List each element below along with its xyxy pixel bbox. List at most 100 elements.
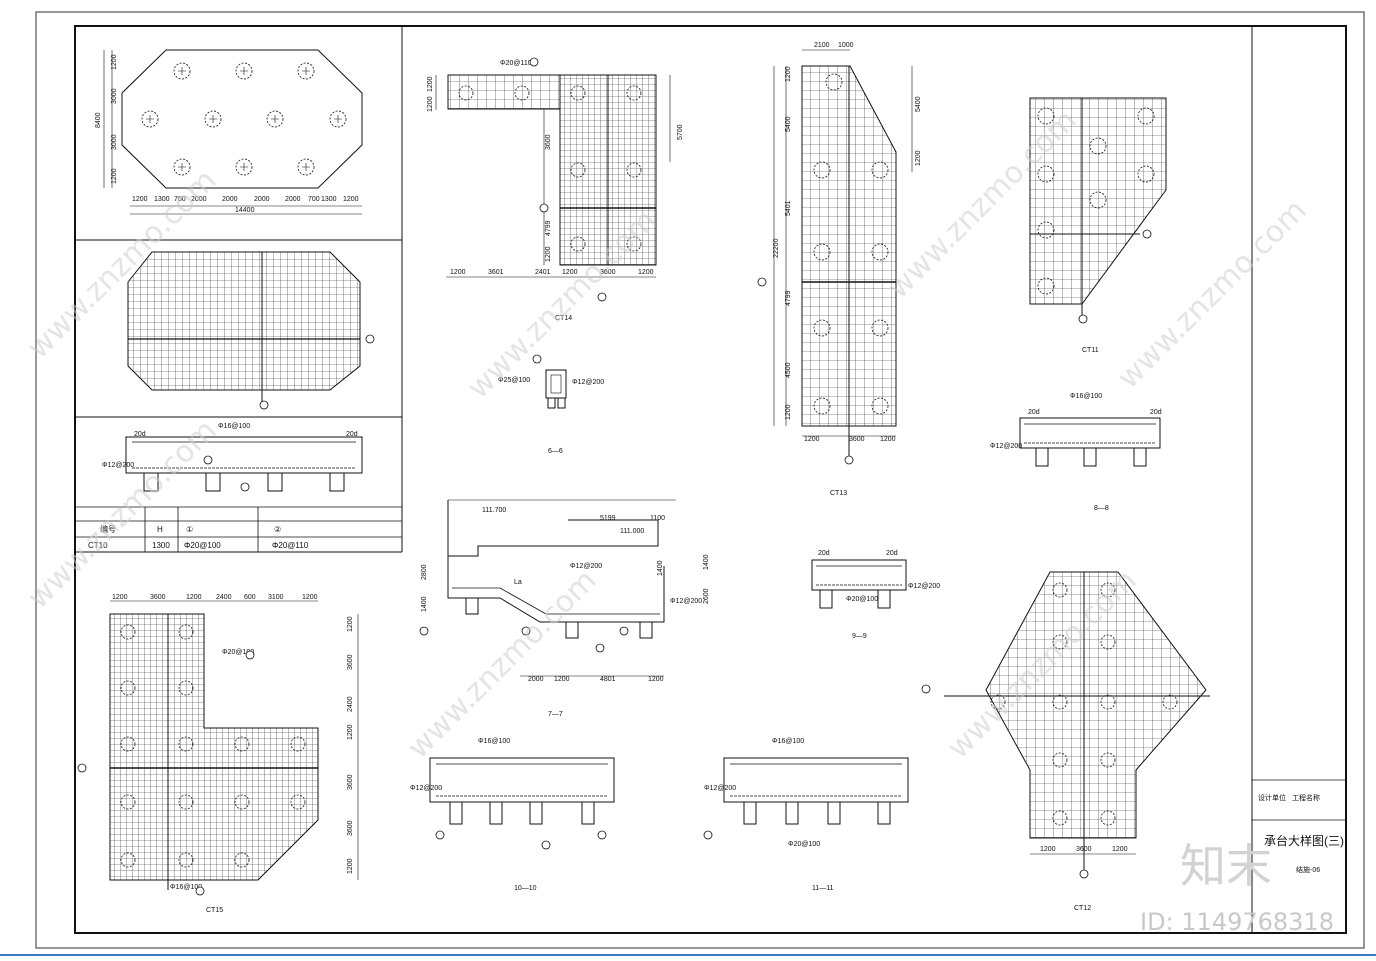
ct10-table-h1: H	[157, 525, 163, 534]
s10-title: 10—10	[514, 885, 537, 892]
watermark-brand: 知末	[1180, 839, 1272, 893]
ct15-dim-r4: 3600	[347, 774, 354, 790]
ct14-title: CT14	[555, 315, 572, 322]
ct12-dim-b1: 3600	[1076, 846, 1092, 853]
s10-rebar-side: Φ12@200	[410, 785, 442, 792]
ct10-dim-b7: 700	[308, 196, 320, 203]
s7-dim-r1: 2600	[703, 588, 710, 604]
s7-la: Lа	[514, 579, 522, 586]
s6-rebar-side: Φ12@200	[572, 379, 604, 386]
s8-20d-left: 20d	[1028, 409, 1040, 416]
title-block: 设计单位 工程名称 承台大样图(三) 结施-06	[1258, 793, 1344, 874]
ct15-dim-r6: 1200	[347, 858, 354, 874]
ct13-dim-r1: 1200	[915, 150, 922, 166]
s9-20d-left: 20d	[818, 550, 830, 557]
ct15-rebar-2: Φ16@100	[170, 884, 202, 891]
ct14-dim-right: 5700	[677, 124, 684, 140]
ct10-dim-b9: 1200	[343, 196, 359, 203]
designer-label: 设计单位	[1258, 793, 1286, 802]
ct15-dim-t0: 1200	[112, 594, 128, 601]
ct13-dim-l4: 4500	[785, 362, 792, 378]
section-6-6: Φ25@100 Φ12@200 6—6	[498, 354, 604, 455]
ct13-dim-ltotal: 22200	[773, 238, 780, 258]
ct14-dim-l1: 1200	[427, 96, 434, 112]
s7-dim-r0: 1400	[703, 554, 710, 570]
ct15-plan: 1200 3600 1200 2400 600 3100 1200 1200 3…	[77, 594, 359, 914]
ct10-rebar-plan	[127, 251, 375, 410]
ct10-dim-b0: 1200	[132, 196, 148, 203]
s7-d1: 1100	[650, 515, 665, 522]
ct15-dim-r1: 3600	[347, 654, 354, 670]
s10-rebar: Φ16@100	[478, 738, 510, 745]
ct10-table-h3: ②	[274, 525, 281, 534]
ct10-section: Φ16@100 20d 20d Φ12@200	[102, 423, 363, 492]
ct14-dim-b0: 1200	[450, 269, 466, 276]
ct15-dim-r5: 3600	[347, 820, 354, 836]
ct12-dim-b2: 1200	[1112, 846, 1128, 853]
s11-title: 11—11	[812, 885, 834, 892]
ct15-dim-t1: 3600	[150, 594, 166, 601]
s6-title: 6—6	[548, 448, 563, 455]
ct14-dim-l0: 1200	[427, 76, 434, 92]
ct14-dim-b4: 3600	[600, 269, 616, 276]
ct10-table-c3: Φ20@110	[272, 541, 309, 550]
s7-dim-b1: 1200	[554, 676, 570, 683]
ct13-dim-b0: 1200	[804, 436, 820, 443]
ct10-table-c1: 1300	[152, 541, 170, 550]
ct10-dim-l1: 3000	[111, 88, 118, 104]
ct12-title: CT12	[1074, 905, 1091, 912]
s9-20d-right: 20d	[886, 550, 898, 557]
ct13-dim-l3: 4799	[785, 290, 792, 306]
section-8-8: Φ16@100 20d 20d Φ12@200 8—8	[990, 393, 1162, 512]
s7-span: 5199	[600, 515, 616, 522]
ct15-title: CT15	[206, 907, 223, 914]
ct10-dim-b4: 2000	[222, 196, 238, 203]
ct13-dim-l5: 1200	[785, 404, 792, 420]
section-11-11: Φ16@100 Φ12@200 Φ20@100 11—11	[703, 738, 909, 892]
s7-dim-b3: 1200	[648, 676, 664, 683]
ct14-rebar: Φ20@110	[500, 60, 532, 67]
section-7-7: 111.700 111.000 5199 1100 2000 1200 4801…	[419, 499, 710, 718]
s7-dim-l1: 1400	[421, 596, 428, 612]
ct13-dim-l2: 5401	[785, 200, 792, 216]
outer-frame	[35, 11, 1365, 949]
ct10-dim-b1: 1300	[154, 196, 170, 203]
s9-rebar-side: Φ12@200	[908, 583, 940, 590]
ct10-dim-b8: 1300	[321, 196, 337, 203]
s7-dim-r2: 1400	[657, 560, 664, 576]
ct14-dim-b3: 1200	[562, 269, 578, 276]
ct10-dim-b6: 2000	[285, 196, 301, 203]
s8-rebar: Φ16@100	[1070, 393, 1102, 400]
ct13-dim-t0: 2100	[814, 42, 830, 49]
ct15-dim-t6: 1200	[302, 594, 318, 601]
ct15-rebar-1: Φ20@100	[222, 649, 254, 656]
ct14-dim-b5: 1200	[638, 269, 654, 276]
s7-elev-mid: 111.000	[620, 528, 644, 535]
ct13-dim-b2: 1200	[880, 436, 896, 443]
ct15-dim-r0: 1200	[347, 616, 354, 632]
s8-20d-right: 20d	[1150, 409, 1162, 416]
project-label: 工程名称	[1292, 793, 1320, 802]
ct15-dim-r2: 2400	[347, 696, 354, 712]
ct12-plan: 1200 3600 1200 CT12	[921, 571, 1210, 912]
ct12-dim-b0: 1200	[1040, 846, 1056, 853]
ct10-plan: 1200 1300 700 2000 2000 2000 2000 700 13…	[95, 49, 363, 215]
ct15-dim-t5: 3100	[268, 594, 284, 601]
s6-rebar: Φ25@100	[498, 377, 530, 384]
s7-dim-b2: 4801	[600, 676, 616, 683]
s7-dim-l0: 2800	[421, 564, 428, 580]
sheet-title: 承台大样图(三)	[1264, 833, 1344, 848]
ct13-dim-t1: 1000	[838, 42, 854, 49]
ct10-dim-l3: 1200	[111, 168, 118, 184]
ct15-dim-r3: 1200	[347, 724, 354, 740]
s8-rebar-side: Φ12@200	[990, 443, 1022, 450]
s7-rebar-2: Φ12@200	[670, 598, 702, 605]
ct14-dim-m2: 1200	[545, 246, 552, 262]
s7-elev-top: 111.700	[482, 507, 506, 514]
ct10-table: 编号 H ① ② CT10 1300 Φ20@100 Φ20@110	[75, 506, 402, 552]
ct13-title: CT13	[830, 490, 847, 497]
ct14-dim-b1: 3601	[488, 269, 504, 276]
ct14-dim-m1: 4799	[545, 220, 552, 236]
ct13-dim-l1: 5400	[785, 116, 792, 132]
ct10-dim-b3: 2000	[191, 196, 207, 203]
